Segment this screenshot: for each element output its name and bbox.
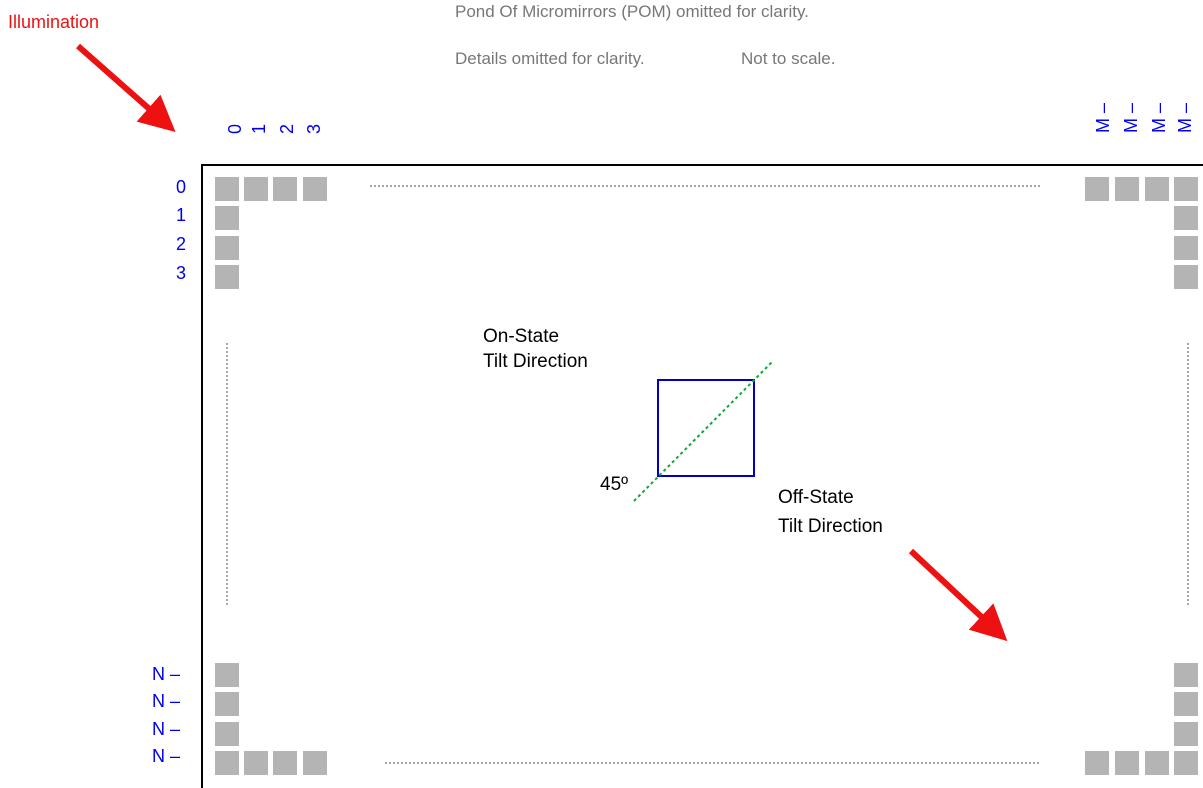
mirror-square xyxy=(1174,722,1198,746)
mirror-square xyxy=(1145,177,1169,201)
column-index-end-1: M – xyxy=(1093,103,1113,133)
array-border xyxy=(201,164,1203,788)
mirror-square xyxy=(1174,692,1198,716)
row-index-1: 1 xyxy=(176,205,186,225)
note-not-to-scale: Not to scale. xyxy=(741,49,836,68)
column-index-end-3: M – xyxy=(1149,103,1169,133)
mirror-square xyxy=(1174,751,1198,775)
row-index-end-1: N – xyxy=(152,664,180,684)
column-index-end-4: M – xyxy=(1175,103,1195,133)
mirror-square xyxy=(215,692,239,716)
mirror-square xyxy=(244,177,268,201)
row-index-end-2: N – xyxy=(152,691,180,711)
mirror-square xyxy=(1115,751,1139,775)
mirror-square xyxy=(215,177,239,201)
mirror-square xyxy=(1174,265,1198,289)
column-index-labels: 0 1 2 3 xyxy=(225,124,324,134)
mirror-square xyxy=(244,751,268,775)
row-index-end-4: N – xyxy=(152,746,180,766)
mirror-square xyxy=(215,206,239,230)
mirror-square xyxy=(273,751,297,775)
row-index-end-3: N – xyxy=(152,719,180,739)
mirror-square xyxy=(215,236,239,260)
column-index-3: 3 xyxy=(304,124,324,134)
mirror-square xyxy=(1174,177,1198,201)
mirror-square xyxy=(1085,177,1109,201)
off-state-label-line2: Tilt Direction xyxy=(778,516,883,537)
mirror-square xyxy=(303,177,327,201)
row-index-labels: 0 1 2 3 xyxy=(176,177,186,283)
row-index-3: 3 xyxy=(176,263,186,283)
mirror-square xyxy=(215,663,239,687)
mirror-square xyxy=(215,265,239,289)
off-state-label-line1: Off-State xyxy=(778,487,854,508)
top-right-mirror-group xyxy=(1085,177,1198,289)
mirror-square xyxy=(1115,177,1139,201)
row-index-end-labels: N – N – N – N – xyxy=(152,664,180,766)
mirror-square xyxy=(273,177,297,201)
top-left-mirror-group xyxy=(215,177,327,289)
mirror-square xyxy=(1174,206,1198,230)
on-state-label-line1: On-State xyxy=(483,326,559,347)
mirror-square xyxy=(1085,751,1109,775)
bottom-right-mirror-group xyxy=(1085,663,1198,775)
column-index-end-labels: M – M – M – M – xyxy=(1093,103,1195,133)
mirror-square xyxy=(303,751,327,775)
illumination-label: Illumination xyxy=(8,12,99,32)
note-details-omitted: Details omitted for clarity. xyxy=(455,49,645,68)
bottom-left-mirror-group xyxy=(215,663,327,775)
column-index-2: 2 xyxy=(277,124,297,134)
column-index-end-2: M – xyxy=(1121,103,1141,133)
mirror-square xyxy=(1145,751,1169,775)
mirror-square xyxy=(1174,236,1198,260)
mirror-square xyxy=(1174,663,1198,687)
note-pom-omitted: Pond Of Micromirrors (POM) omitted for c… xyxy=(455,2,809,21)
off-state-arrow xyxy=(908,548,1008,642)
micromirror-outline xyxy=(657,379,755,477)
on-state-label-line2: Tilt Direction xyxy=(483,351,588,372)
mirror-square xyxy=(215,722,239,746)
angle-label: 45º xyxy=(600,474,628,495)
row-index-0: 0 xyxy=(176,177,186,197)
hinge-axis-line xyxy=(633,360,774,502)
mirror-square xyxy=(215,751,239,775)
column-index-0: 0 xyxy=(225,124,245,134)
illumination-arrow xyxy=(76,43,176,132)
column-index-1: 1 xyxy=(249,124,269,134)
row-index-2: 2 xyxy=(176,234,186,254)
